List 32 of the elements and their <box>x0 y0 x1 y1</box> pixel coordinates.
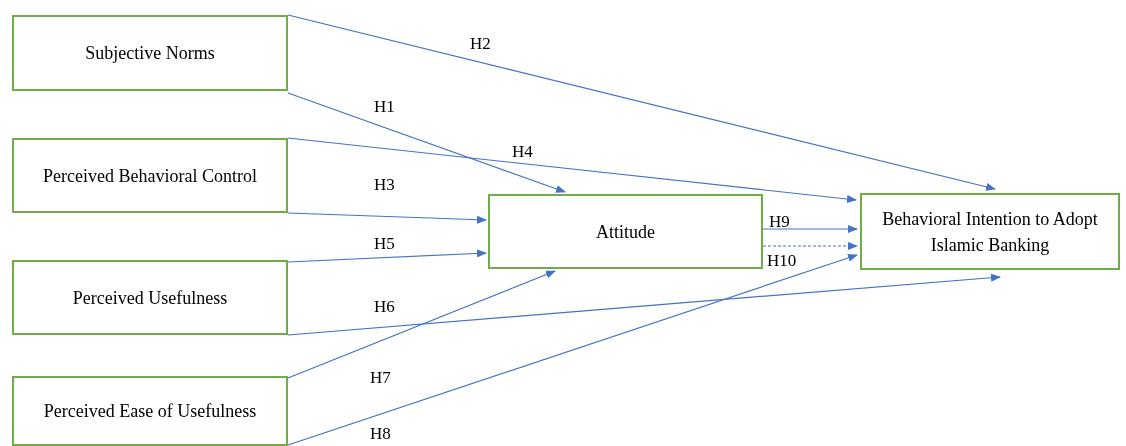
box-label: Perceived Ease of Usefulness <box>43 400 257 423</box>
arrow <box>287 212 487 224</box>
arrow <box>287 254 858 446</box>
box-label: Perceived Behavioral Control <box>43 164 257 188</box>
construct-box <box>12 138 288 213</box>
edge-label: H3 <box>374 175 395 195</box>
construct-box <box>488 194 763 269</box>
edge-label: H4 <box>512 142 533 162</box>
box-label: Attitude <box>596 220 655 244</box>
arrow <box>287 273 1001 336</box>
edge-label: H5 <box>374 234 395 254</box>
edge-label: H6 <box>374 297 395 317</box>
construct-box <box>12 376 288 446</box>
edge-label: H1 <box>374 97 395 117</box>
edge-label: H8 <box>370 424 391 444</box>
edge-label: H10 <box>767 251 797 271</box>
edge-label: H2 <box>470 34 491 54</box>
box-label: Subjective Norms <box>85 42 215 65</box>
edge-label: H7 <box>370 368 391 388</box>
construct-box <box>12 15 288 91</box>
construct-box <box>12 260 288 335</box>
box-label: Perceived Usefulness <box>72 286 228 310</box>
arrow <box>287 249 487 263</box>
edge-label: H9 <box>769 212 790 232</box>
arrow <box>287 14 996 191</box>
arrow <box>287 270 556 379</box>
arrow <box>762 225 858 233</box>
arrow <box>762 242 858 250</box>
arrow <box>287 92 566 193</box>
construct-box <box>860 193 1120 270</box>
arrow <box>287 137 857 203</box>
box-label: Behavioral Intention to Adopt Islamic Banking <box>881 207 1099 257</box>
